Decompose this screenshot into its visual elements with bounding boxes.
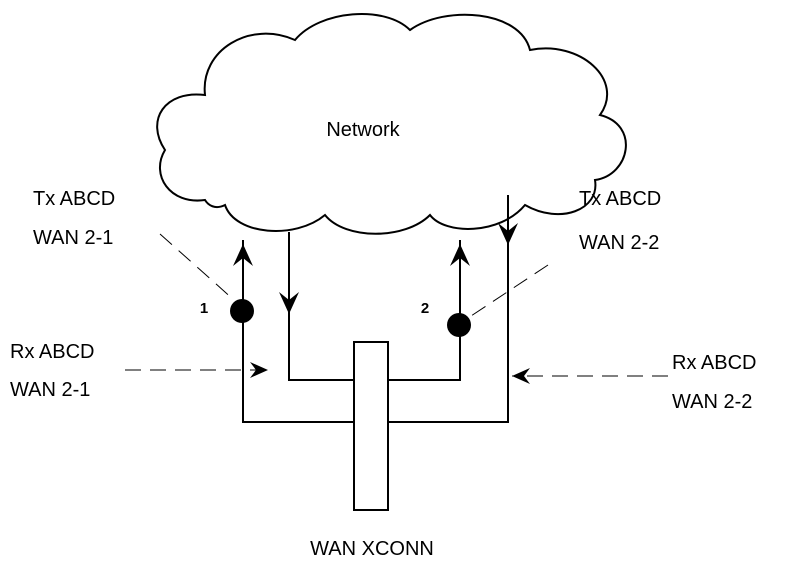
wan-xconn-label: WAN XCONN <box>310 538 434 560</box>
tx-leader-1 <box>159 233 235 301</box>
monitor-point-2 <box>447 313 471 337</box>
rx-label-2-line1: Rx ABCD <box>672 352 756 374</box>
wan-xconn-box <box>353 341 389 511</box>
monitor-point-1 <box>230 299 254 323</box>
tx-label-2-line2: WAN 2-2 <box>579 232 659 254</box>
rx-label-2-line2: WAN 2-2 <box>672 391 752 413</box>
tx-label-2-line1: Tx ABCD <box>579 188 661 210</box>
tx-label-1-line2: WAN 2-1 <box>33 227 113 249</box>
rx-label-1-line2: WAN 2-1 <box>10 379 90 401</box>
network-cloud <box>156 13 627 235</box>
tx-leader-2 <box>467 264 549 319</box>
point-2-number: 2 <box>421 300 429 317</box>
rx-label-1-line1: Rx ABCD <box>10 341 94 363</box>
point-1-number: 1 <box>200 300 208 317</box>
tx-label-1-line1: Tx ABCD <box>33 188 115 210</box>
network-label: Network <box>326 119 400 141</box>
